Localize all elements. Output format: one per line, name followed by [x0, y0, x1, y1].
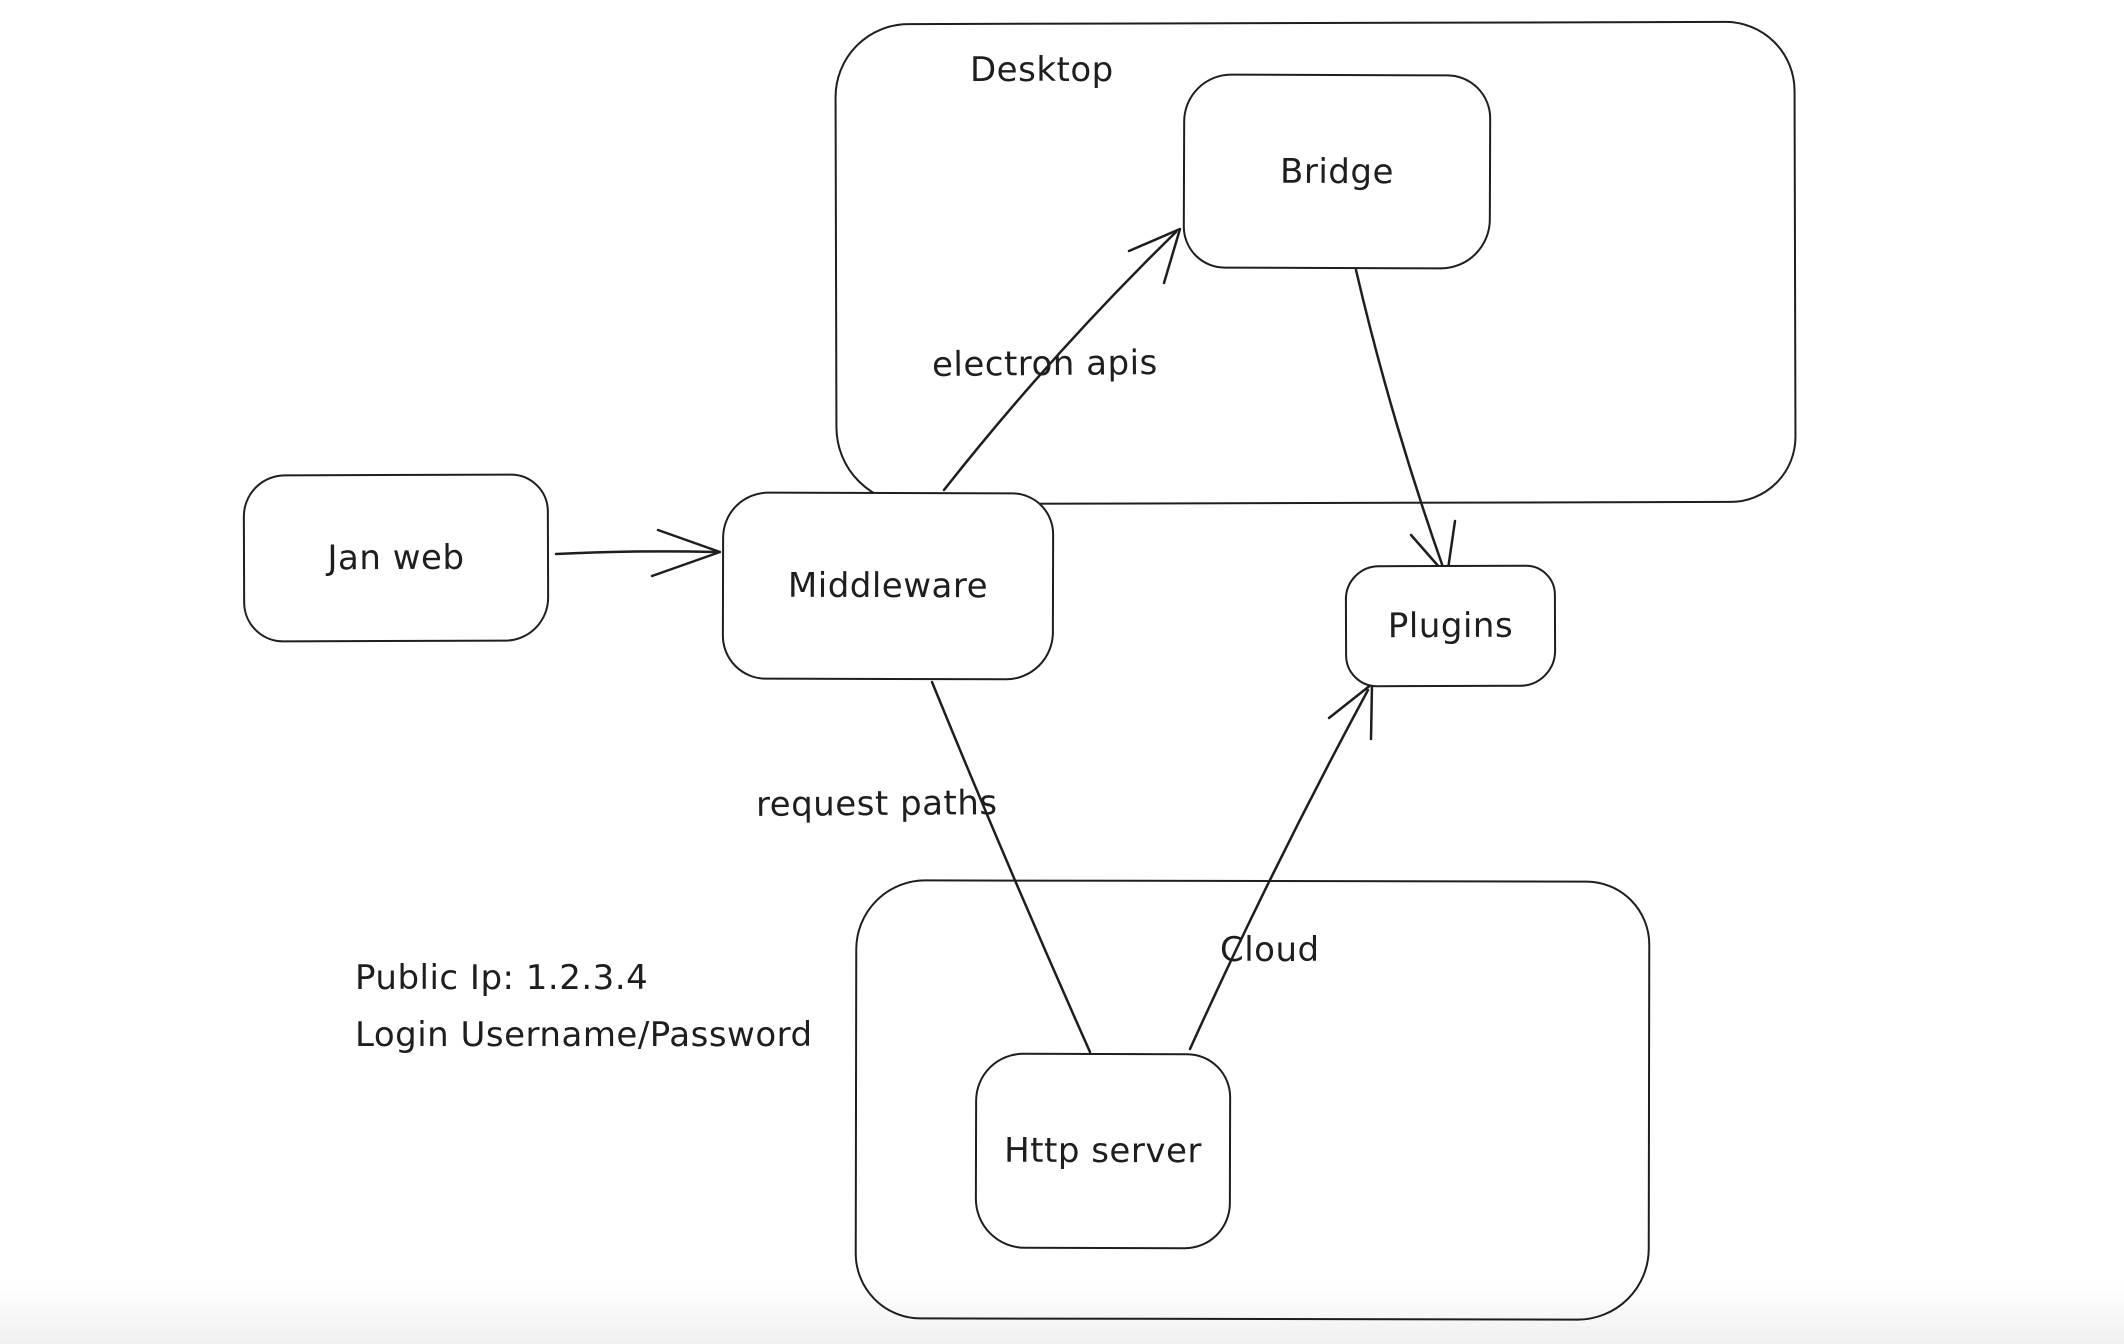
node-bridge[interactable]: Bridge — [1182, 73, 1492, 270]
node-http-server-label: Http server — [1004, 1130, 1202, 1172]
note-login-line: Login Username/Password — [355, 1015, 813, 1055]
node-plugins[interactable]: Plugins — [1344, 564, 1557, 688]
node-http-server[interactable]: Http server — [974, 1052, 1232, 1250]
node-bridge-label: Bridge — [1280, 151, 1394, 192]
edge-label-electron-apis[interactable]: electron apis — [931, 343, 1158, 385]
container-cloud-title[interactable]: Cloud — [1220, 930, 1320, 970]
container-desktop-title[interactable]: Desktop — [970, 50, 1114, 90]
node-jan-web[interactable]: Jan web — [242, 473, 550, 643]
arrow-janweb-to-middleware[interactable] — [554, 528, 722, 578]
arrow-middleware-to-bridge[interactable] — [942, 227, 1182, 492]
edge-label-request-paths[interactable]: request paths — [755, 783, 998, 825]
node-jan-web-label: Jan web — [327, 537, 465, 579]
note-public-ip-line: Public Ip: 1.2.3.4 — [355, 958, 649, 998]
node-middleware-label: Middleware — [787, 565, 989, 607]
node-plugins-label: Plugins — [1387, 605, 1514, 647]
line-middleware-to-httpserver[interactable] — [930, 680, 1092, 1054]
node-middleware[interactable]: Middleware — [721, 491, 1055, 681]
note-credentials[interactable]: Public Ip: 1.2.3.4 Login Username/Passwo… — [355, 950, 813, 1064]
